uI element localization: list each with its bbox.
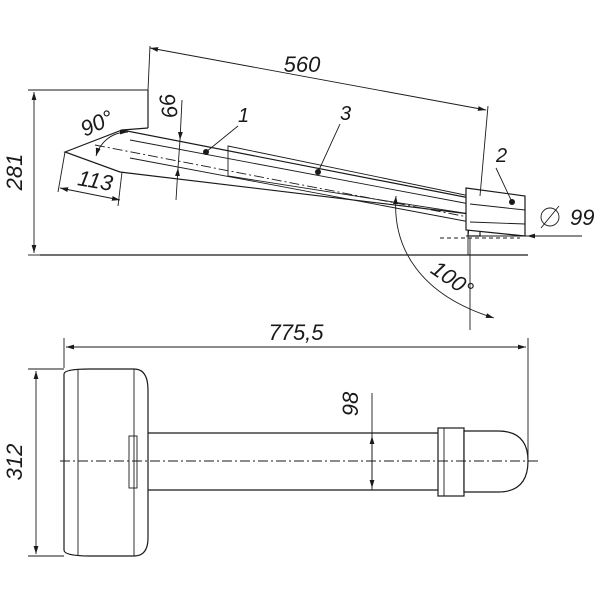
side-view: 560 281 66 90° 113 99 100° 1 3 <box>2 45 594 330</box>
diameter-slash <box>540 205 560 229</box>
housing-top <box>121 127 149 131</box>
ext-113-left <box>57 151 66 193</box>
pipe-sleeve <box>437 427 465 497</box>
dim-66-top <box>177 99 183 141</box>
ext-560-right <box>479 105 489 197</box>
ext-560-left <box>147 45 151 91</box>
top-view: 775,5 312 98 <box>2 320 540 557</box>
callout-2-leader <box>495 167 513 203</box>
ext-113-right <box>117 171 123 207</box>
dim-98-label: 98 <box>338 391 363 416</box>
diameter-symbol <box>540 207 560 227</box>
dim-66-mid <box>177 139 181 169</box>
dim-560 <box>149 47 487 111</box>
dim-113 <box>59 187 121 201</box>
pipe-inner-top <box>129 139 476 206</box>
dim-66-label: 66 <box>154 91 183 120</box>
plate-slot <box>128 435 138 489</box>
callout-1-leader <box>205 125 239 153</box>
dim-66-bottom <box>175 167 180 201</box>
dim-281-label: 281 <box>2 154 27 192</box>
angle-100-label: 100° <box>426 256 478 303</box>
dim-312-label: 312 <box>2 444 27 481</box>
dim-775-label: 775,5 <box>268 320 324 345</box>
angle-90-arc <box>95 129 129 157</box>
pipe-cap-top <box>463 430 529 493</box>
dim-560-label: 560 <box>284 52 321 77</box>
callout-1-label: 1 <box>238 105 249 127</box>
callout-3-leader <box>317 123 341 173</box>
callout-2-label: 2 <box>495 145 507 167</box>
angle-100-arc <box>392 195 495 319</box>
callout-3-label: 3 <box>340 103 351 125</box>
base-plate <box>63 368 149 557</box>
pipe-cap <box>465 187 526 237</box>
dim-99-label: 99 <box>570 205 594 230</box>
dim-113-label: 113 <box>76 165 116 196</box>
